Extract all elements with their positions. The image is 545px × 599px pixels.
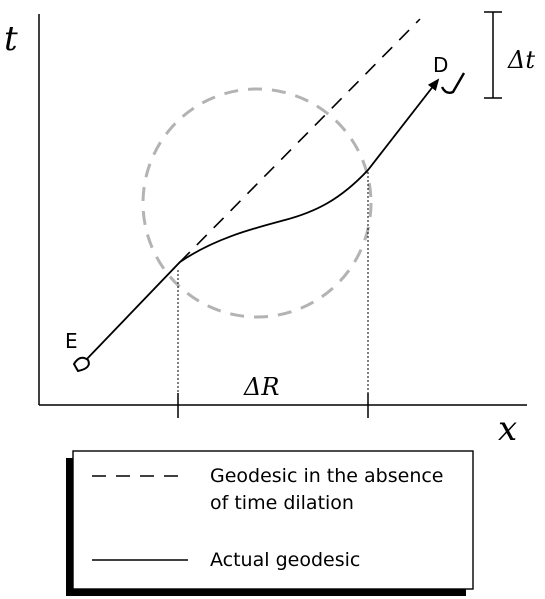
- emitter-dish-icon: [72, 356, 90, 373]
- x-axis-label: x: [498, 409, 517, 449]
- delta-t-label: Δt: [507, 46, 535, 74]
- emitter-label: E: [65, 329, 78, 353]
- legend-dashed-label-line1: Geodesic in the absence: [210, 465, 444, 487]
- t-axis-label: t: [4, 19, 18, 59]
- delta-r-label: ΔR: [243, 373, 279, 401]
- detector-icon: [440, 72, 466, 95]
- legend-box: [72, 450, 474, 590]
- actual-geodesic-path: [83, 78, 440, 363]
- legend-dashed-label-line2: of time dilation: [210, 492, 354, 514]
- legend-solid-label: Actual geodesic: [210, 549, 360, 571]
- detector-label: D: [433, 53, 448, 77]
- undilated-geodesic-line: [179, 18, 421, 263]
- interaction-region-circle: [141, 87, 373, 319]
